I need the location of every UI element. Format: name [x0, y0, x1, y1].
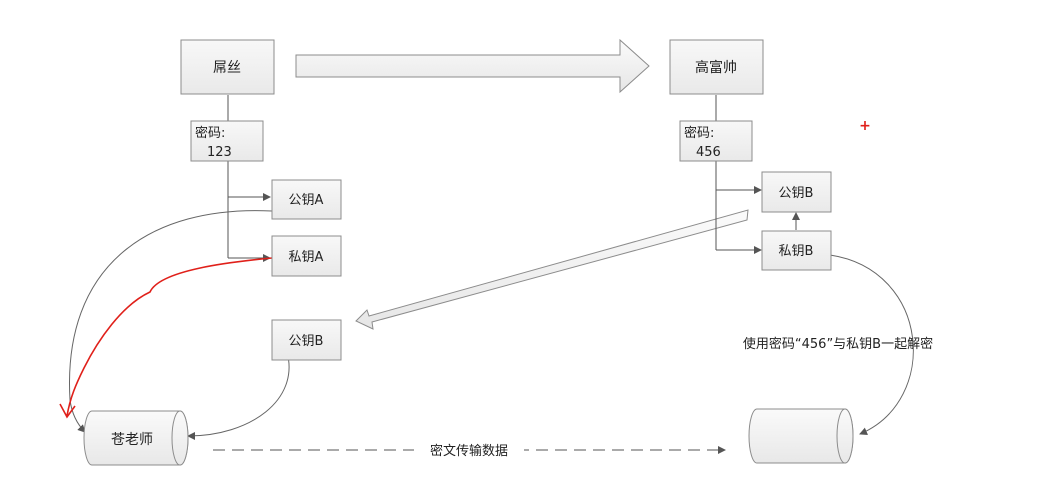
pubkey-a-box: [271, 179, 342, 220]
privkey-a-box: [271, 235, 342, 277]
password-left-box: [190, 120, 264, 162]
gaofushuai-box: [669, 39, 764, 95]
password-left-label: 密码:: [195, 125, 225, 141]
right-cylinder: [748, 408, 854, 464]
pubkey-b-left-label: 公钥B: [289, 334, 324, 349]
password-right-box: [679, 120, 753, 162]
decrypt-note: 使用密码“456”与私钥B一起解密: [743, 336, 933, 352]
plus-mark: +: [859, 118, 871, 134]
pubkey-b-right-label: 公钥B: [779, 186, 814, 201]
pubkey-b-left-to-cang-curve: [187, 351, 290, 440]
red-annotation-curve: [66, 257, 273, 417]
pubkey-a-label: 公钥A: [289, 193, 324, 208]
privkey-b-to-right-cylinder-curve: [829, 254, 914, 435]
privkey-a-label: 私钥A: [289, 250, 324, 265]
password-right-value: 456: [696, 145, 721, 160]
password-right-label: 密码:: [684, 125, 714, 141]
pubkey-a-to-cang-curve: [69, 210, 273, 433]
red-annotation-arrowhead: [59, 403, 76, 419]
transfer-label-bg: [414, 439, 524, 459]
gaofushuai-label: 高富帅: [695, 59, 737, 76]
privkey-b-label: 私钥B: [779, 244, 814, 259]
pubkey-b-right-box: [761, 171, 832, 213]
diaosi-label: 屌丝: [213, 60, 241, 76]
cang-teacher-label: 苍老师: [111, 432, 153, 448]
transfer-label: 密文传输数据: [430, 443, 508, 459]
diagonal-pubkey-arrow: [355, 209, 749, 330]
big-transfer-arrow: [295, 38, 650, 94]
cang-teacher-cylinder: [83, 410, 189, 466]
password-left-value: 123: [207, 145, 232, 160]
diaosi-box: [180, 39, 275, 95]
privkey-b-box: [761, 230, 832, 271]
pubkey-b-left-box: [271, 319, 342, 361]
